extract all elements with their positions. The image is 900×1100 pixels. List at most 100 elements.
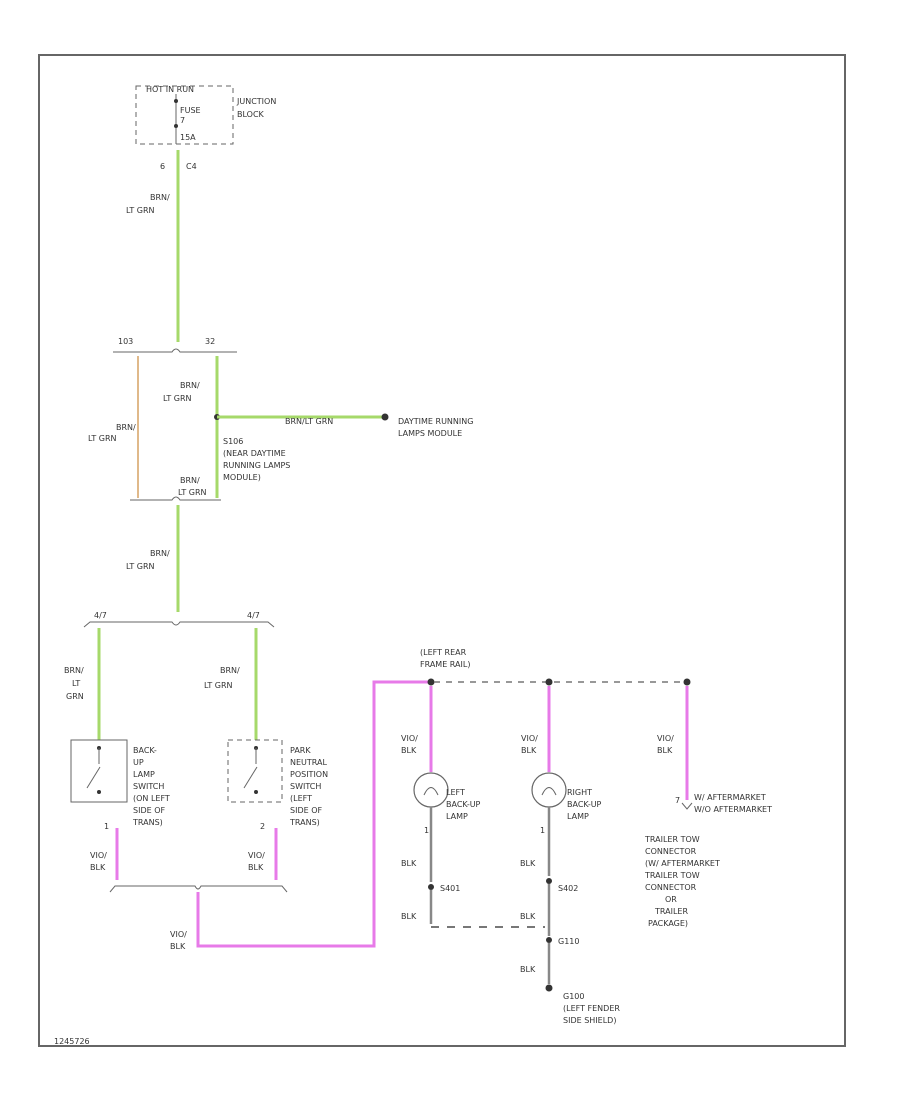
switch-merge-bracket	[109, 885, 288, 893]
left-lamp-wire-label-1: VIO/	[401, 734, 418, 743]
junction-block-title-2: BLOCK	[237, 110, 265, 119]
pnp-switch-arm	[243, 766, 258, 789]
right-lamp-label-3: LAMP	[567, 812, 589, 821]
park-neutral-position-switch: PARK NEUTRAL POSITION SWITCH (LEFT SIDE …	[227, 739, 328, 831]
left-lamp-lower-wire: BLK	[401, 912, 417, 921]
junction-block-outline	[135, 85, 234, 145]
ground-label-2: (LEFT FENDER	[563, 1004, 620, 1013]
splice-right-lamp	[546, 878, 552, 884]
right-lamp-wire-label-2: BLK	[521, 746, 537, 755]
fuse-terminal-top	[174, 99, 178, 103]
backup-switch-label-2: UP	[133, 758, 144, 767]
splice-drl-label-2: (NEAR DAYTIME	[223, 449, 286, 458]
connector-left-id: 103	[118, 337, 133, 346]
backup-switch-pin: 1	[104, 822, 109, 831]
pnp-switch-label-1: PARK	[290, 746, 311, 755]
fuse-amps: 15A	[180, 133, 196, 142]
right-lamp-label-1: RIGHT	[567, 788, 592, 797]
trailer-pin-arrow-icon	[681, 802, 693, 810]
wire-sw-left-label-1: BRN/	[64, 666, 84, 675]
wire-mid-right-label-1: BRN/	[180, 381, 200, 390]
trailer-label-2: CONNECTOR	[645, 847, 697, 856]
trailer-label-4: TRAILER TOW	[644, 871, 700, 880]
wire-sw-right-label-1: BRN/	[220, 666, 240, 675]
drl-terminal	[381, 413, 389, 421]
backup-lamp-switch: BACK- UP LAMP SWITCH (ON LEFT SIDE OF TR…	[70, 739, 170, 831]
backup-switch-label-7: TRANS)	[132, 818, 163, 827]
left-lamp-label-2: BACK-UP	[446, 800, 481, 809]
left-lamp-label-1: LEFT	[446, 788, 465, 797]
frame-rail-splice	[427, 678, 435, 686]
switch-split-bracket	[83, 621, 275, 628]
splice-drl-label-4: MODULE)	[223, 473, 261, 482]
pnp-switch-contact-bottom	[254, 790, 258, 794]
trailer-label-1: TRAILER TOW	[644, 835, 700, 844]
fuse-header: HOT IN RUN	[146, 85, 194, 94]
left-lamp-wire-label-2: BLK	[401, 746, 417, 755]
right-lamp-wire-label-1: VIO/	[521, 734, 538, 743]
left-lamp-splice-label: S401	[440, 884, 460, 893]
pnp-switch-label-3: POSITION	[290, 770, 328, 779]
wire-bot-main-label-2: BLK	[170, 942, 186, 951]
wire-bot-left-label-1: VIO/	[90, 851, 107, 860]
pnp-switch-pin: 2	[260, 822, 265, 831]
wire-lower-label-1: BRN/	[150, 549, 170, 558]
right-lamp-lower-wire: BLK	[520, 912, 536, 921]
connector-upper: 103 32	[113, 337, 237, 353]
trailer-pin: 7	[675, 796, 680, 805]
right-lamp-label-2: BACK-UP	[567, 800, 602, 809]
right-lamp-ground-lower-wire: BLK	[520, 965, 536, 974]
right-lamp-filament	[541, 787, 557, 796]
ground-g100: G100 (LEFT FENDER SIDE SHIELD)	[545, 984, 620, 1025]
backup-switch-arm	[86, 766, 101, 789]
right-lamp-splice2-label: G110	[558, 937, 579, 946]
trailer-label-7: TRAILER	[654, 907, 688, 916]
pnp-switch-label-6: SIDE OF	[290, 806, 322, 815]
pin-left: 4/7	[94, 611, 107, 620]
connector-right-id: 32	[205, 337, 215, 346]
drl-module-label-2: LAMPS MODULE	[398, 429, 462, 438]
connector-lower-line	[130, 496, 221, 501]
junction-block: HOT IN RUN FUSE 7 15A JUNCTION BLOCK 6 C…	[135, 85, 276, 171]
fuse-number: 7	[180, 116, 185, 125]
ground-label-3: SIDE SHIELD)	[563, 1016, 616, 1025]
pin-right: 4/7	[247, 611, 260, 620]
trailer-label-3: (W/ AFTERMARKET	[645, 859, 720, 868]
drl-wire-label: BRN/LT GRN	[285, 417, 333, 426]
figure-id: 1245726	[54, 1037, 90, 1046]
wire-top-label-2: LT GRN	[126, 206, 155, 215]
left-backup-lamp: VIO/ BLK LEFT BACK-UP LAMP 1 BLK S401 BL…	[401, 686, 481, 924]
pnp-switch-label-2: NEUTRAL	[290, 758, 327, 767]
splice-left-lamp	[428, 884, 434, 890]
backup-switch-body	[70, 739, 128, 803]
wire-main-to-rear	[196, 680, 430, 948]
right-lamp-ground-wire: BLK	[520, 859, 536, 868]
pnp-switch-label-4: SWITCH	[290, 782, 321, 791]
wire-lower-mid-label-1: BRN/	[180, 476, 200, 485]
splice-drl-label-1: S106	[223, 437, 243, 446]
wire-bot-main-label-1: VIO/	[170, 930, 187, 939]
right-backup-lamp: VIO/ BLK RIGHT BACK-UP LAMP 1 BLK S402 B…	[520, 686, 602, 984]
pnp-switch-body	[227, 739, 283, 803]
trailer-pin-label-2: W/O AFTERMARKET	[694, 805, 772, 814]
right-lamp-splice-label: S402	[558, 884, 578, 893]
wire-top-label-1: BRN/	[150, 193, 170, 202]
left-lamp-label-3: LAMP	[446, 812, 468, 821]
wire-mid-right-label-2: LT GRN	[163, 394, 192, 403]
trailer-wire-label-1: VIO/	[657, 734, 674, 743]
fuse-label: FUSE	[180, 106, 201, 115]
pnp-switch-label-5: (LEFT	[290, 794, 312, 803]
junction-connector: C4	[186, 162, 197, 171]
connector-upper-line	[113, 348, 237, 353]
ground-label-1: G100	[563, 992, 584, 1001]
wire-bot-left-label-2: BLK	[90, 863, 106, 872]
pnp-switch-label-7: TRANS)	[289, 818, 320, 827]
wire-sw-left-label-2: LT	[72, 679, 80, 688]
fuse-terminal-bottom	[174, 124, 178, 128]
left-lamp-filament	[423, 787, 439, 796]
wire-sw-right-label-2: LT GRN	[204, 681, 233, 690]
frame-rail-label-1: (LEFT REAR	[420, 648, 467, 657]
backup-switch-label-6: SIDE OF	[133, 806, 165, 815]
backup-switch-label-1: BACK-	[133, 746, 157, 755]
wire-sw-left-label-3: GRN	[66, 692, 84, 701]
